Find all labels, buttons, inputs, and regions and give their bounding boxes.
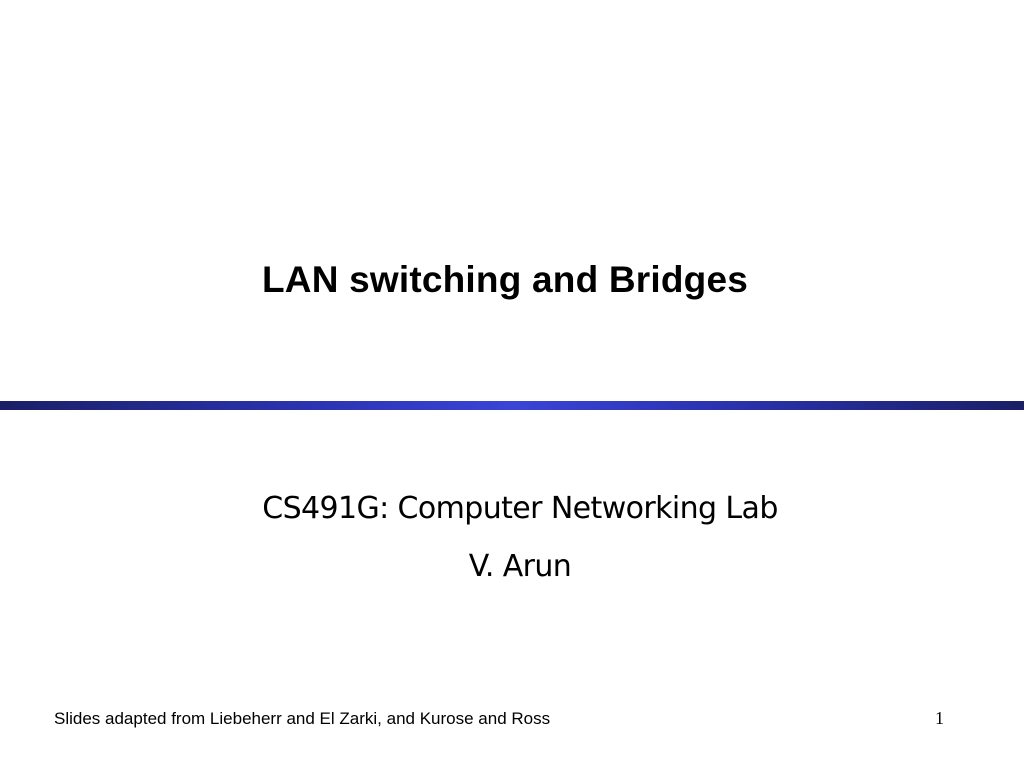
slide-page-number: 1 (935, 708, 944, 728)
title-divider-bar (0, 401, 1024, 410)
slide-subtitle-author: V. Arun (468, 549, 572, 584)
slide-subtitle-course: CS491G: Computer Networking Lab (262, 491, 778, 526)
slide-title: LAN switching and Bridges (261, 259, 749, 300)
slide-footer-credit: Slides adapted from Liebeherr and El Zar… (54, 709, 551, 728)
